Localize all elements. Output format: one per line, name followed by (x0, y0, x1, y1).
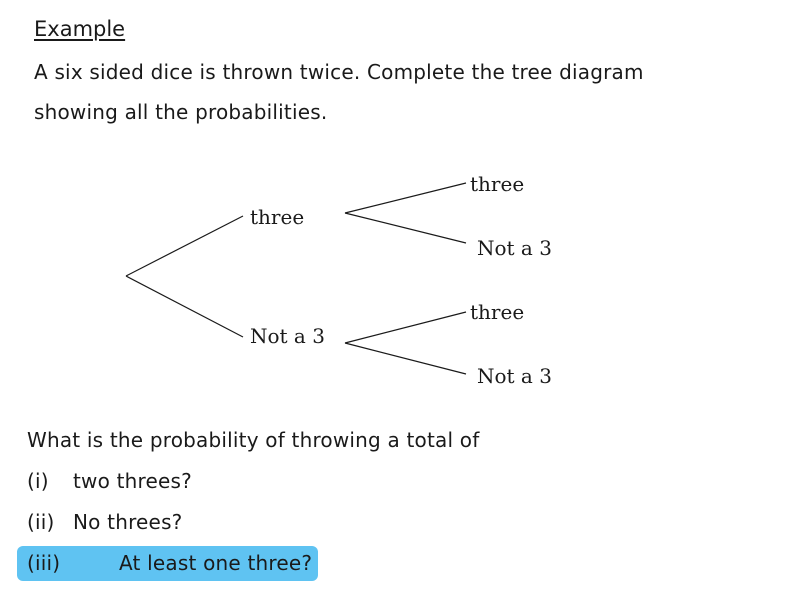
branch-second-top-a (344, 182, 467, 214)
label-second-top-not-a-3: Not a 3 (477, 236, 552, 260)
branch-second-top-b (344, 212, 467, 244)
problem-statement-line-2: showing all the probabilities. (34, 100, 328, 124)
question-number: (i) (27, 469, 49, 493)
question-intro: What is the probability of throwing a to… (27, 428, 480, 452)
label-first-three: three (250, 205, 304, 229)
label-second-bottom-not-a-3: Not a 3 (477, 364, 552, 388)
label-second-top-three: three (470, 172, 524, 196)
question-item-iii-highlighted: (iii) At least one three? (17, 546, 319, 581)
question-text: two threes? (73, 469, 192, 493)
branch-second-bottom-a (344, 311, 467, 344)
question-text: No threes? (73, 510, 183, 534)
problem-statement-line-1: A six sided dice is thrown twice. Comple… (34, 60, 644, 84)
question-item-i: (i) two threes? (27, 467, 192, 495)
question-text: At least one three? (119, 551, 313, 575)
example-heading: Example (34, 17, 126, 41)
question-number: (ii) (27, 510, 55, 534)
branch-second-bottom-b (344, 342, 467, 375)
label-first-not-a-3: Not a 3 (250, 324, 325, 348)
branch-first-top (125, 215, 244, 277)
question-number: (iii) (27, 551, 61, 575)
label-second-bottom-three: three (470, 300, 524, 324)
question-item-ii: (ii) No threes? (27, 508, 183, 536)
branch-first-bottom (125, 275, 244, 338)
